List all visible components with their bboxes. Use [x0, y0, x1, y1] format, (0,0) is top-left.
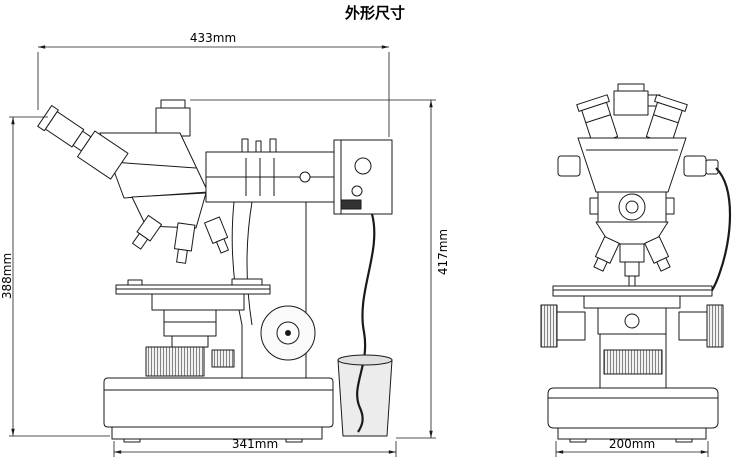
front-base-plinth [557, 427, 707, 440]
side-base-plinth [111, 426, 323, 440]
side-stage-bracket [151, 293, 245, 311]
front-stage-bracket [583, 295, 681, 309]
side-base [103, 377, 334, 428]
diagram-title: 外形尺寸 [344, 4, 405, 22]
cord-bin [337, 359, 393, 437]
dim-label-overall-width: 433mm [190, 31, 236, 45]
side-knurled-knob-large [145, 346, 205, 377]
front-base [547, 387, 719, 429]
front-photo-tube [613, 90, 649, 116]
front-head-body [577, 137, 687, 193]
microscope-front-view-drawing [540, 83, 732, 443]
dim-label-base-width: 200mm [609, 437, 655, 451]
front-focus-knob-left [540, 304, 558, 348]
front-cord-connector [705, 159, 719, 175]
front-focus-knob-right [706, 304, 724, 348]
front-eyepiece-right [645, 94, 688, 146]
lamp-knob-small [351, 185, 363, 197]
dim-label-height-left: 388mm [0, 253, 14, 299]
lamp-knob-large [354, 157, 372, 175]
front-knurled-band [603, 349, 663, 375]
front-head-knob-right [683, 155, 707, 177]
side-eyepiece-assembly [37, 105, 129, 180]
side-knurled-knob-small [211, 349, 235, 368]
side-objective-left [132, 214, 163, 250]
front-head-knob-left [557, 155, 581, 177]
side-condenser [163, 309, 217, 337]
side-photo-tube [155, 107, 191, 137]
dimension-lines [9, 45, 709, 457]
cord-bin-rim [337, 354, 393, 366]
front-objective-left [593, 236, 620, 272]
dim-label-height-right: 417mm [436, 229, 450, 275]
front-photo-tube-cap [617, 83, 645, 92]
front-stage-plate [552, 285, 713, 297]
front-objective-right [644, 236, 671, 272]
side-objective-right [204, 216, 229, 254]
side-lamp-housing [333, 139, 393, 215]
front-objective-center [619, 243, 645, 263]
dim-label-base-depth: 341mm [232, 437, 278, 451]
microscope-side-view-drawing [37, 99, 393, 443]
side-objective-center [173, 222, 196, 264]
side-photo-tube-cap [160, 99, 186, 109]
lamp-label-plate [340, 199, 362, 210]
front-power-cord [708, 167, 732, 295]
